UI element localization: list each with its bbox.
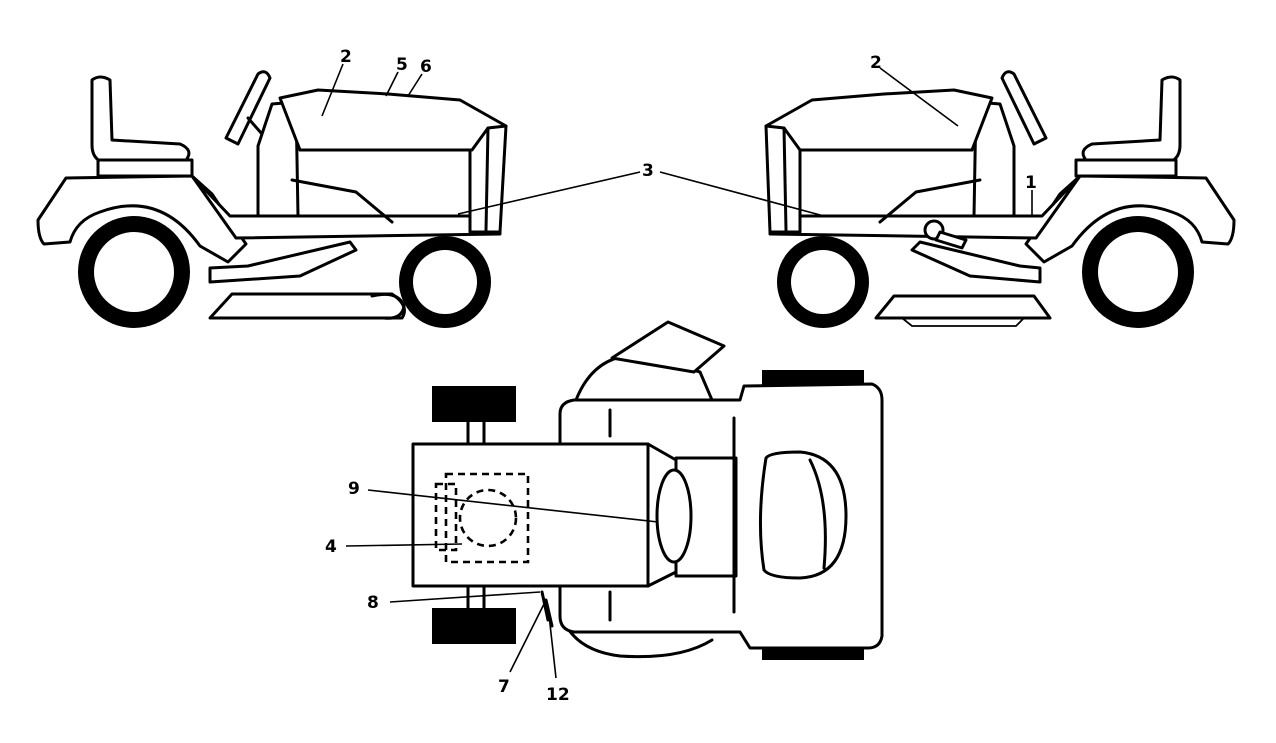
engine-outline <box>444 472 530 564</box>
axle-top <box>466 420 486 448</box>
footrest <box>208 240 358 284</box>
steering-wheel-top <box>655 468 693 564</box>
lever-top <box>540 590 554 628</box>
callout-12: 12 <box>546 685 570 705</box>
hood-top <box>411 442 650 588</box>
leader-12 <box>547 605 557 679</box>
front-tire-bottom <box>432 608 516 644</box>
callout-5: 5 <box>396 55 408 75</box>
front-wheel-hub <box>413 250 477 314</box>
steering-wheel <box>224 70 272 146</box>
callout-9: 9 <box>348 479 360 499</box>
front-wheel-hub <box>791 250 855 314</box>
frame-rail <box>190 174 502 240</box>
engine-side-outline <box>434 482 458 552</box>
control-lever <box>934 230 968 250</box>
rear-wheel-hub <box>94 232 174 312</box>
discharge-chute <box>370 292 406 320</box>
front-tire-top <box>432 386 516 422</box>
tractor-top-view <box>411 320 884 660</box>
leader-4 <box>345 543 463 547</box>
mower-deck <box>208 292 406 320</box>
dash-tower <box>972 100 1016 218</box>
hood-side-line <box>878 178 982 224</box>
mower-deck <box>874 294 1052 320</box>
hood-seam <box>764 124 974 152</box>
callout-3: 3 <box>642 161 654 181</box>
deck-skirt <box>899 317 1027 327</box>
discharge-chute-top <box>610 320 726 374</box>
seat-back <box>90 75 191 164</box>
leader-lines <box>321 63 1033 679</box>
engine-flywheel-outline <box>458 488 518 548</box>
leader-9 <box>367 489 659 523</box>
callout-2-left: 2 <box>340 47 352 67</box>
steering-wheel <box>1000 70 1048 146</box>
rear-fender <box>1024 174 1236 264</box>
seat-base <box>96 158 194 178</box>
leader-3-left <box>457 171 641 215</box>
seat-top <box>758 450 848 580</box>
grille-edge <box>484 126 490 232</box>
tractor-left-side-view <box>36 70 508 328</box>
callout-7: 7 <box>498 677 510 697</box>
leader-2-right <box>879 67 959 127</box>
leader-2-left <box>321 63 344 117</box>
leader-3-right <box>659 171 825 217</box>
hood-side-line <box>290 178 394 224</box>
leader-5 <box>385 71 399 97</box>
callout-4: 4 <box>325 537 337 557</box>
steering-column <box>246 116 264 136</box>
callout-8: 8 <box>367 593 379 613</box>
hood-seam <box>298 124 508 152</box>
rear-wheel-hub <box>1098 232 1178 312</box>
callout-2-right: 2 <box>870 53 882 73</box>
seat-base <box>1074 158 1178 178</box>
leader-6 <box>407 73 423 97</box>
callout-1: 1 <box>1025 173 1037 193</box>
tractor-right-side-view <box>764 70 1236 328</box>
seat-back <box>1081 75 1182 164</box>
seat-contour <box>808 458 827 570</box>
rear-fender <box>36 174 248 264</box>
rear-tire-top <box>762 370 864 386</box>
dash-tower <box>256 100 300 218</box>
grille-edge <box>782 126 788 232</box>
callout-6: 6 <box>420 57 432 77</box>
leader-7 <box>509 599 547 673</box>
hood <box>764 88 994 234</box>
callout-labels: 2 5 6 2 3 1 9 4 8 7 12 <box>325 47 1037 705</box>
leader-8 <box>389 591 541 603</box>
footrest <box>910 240 1042 284</box>
